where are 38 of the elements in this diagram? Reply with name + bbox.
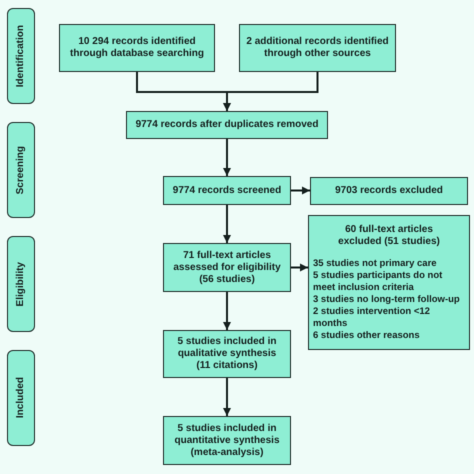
stage-label: Identification [15,24,27,88]
box-text: 5 studies included in qualitative synthesis (11 citations) [176,336,278,372]
arrow [291,264,308,272]
process-box [163,330,291,378]
arrow [291,186,310,194]
process-box [59,24,215,72]
process-box [308,215,470,350]
box-text: 9703 records excluded [335,185,443,197]
box-text: 9774 records after duplicates removed [136,119,318,131]
box-text: 2 additional records identified through other sources [245,36,390,60]
arrow [223,292,231,330]
stage-label: Included [15,377,27,419]
arrow [223,139,231,176]
box-text: 10 294 records identified through database searching [69,36,205,60]
stage-tab [7,350,35,446]
stage-tab [7,8,35,104]
exclusion-reason: 6 studies other reasons [313,330,421,342]
process-box [163,416,291,465]
process-box [163,243,291,292]
stage-tab [7,122,35,218]
process-box [163,176,291,205]
exclusion-reason: 2 studies intervention <12 months [313,306,431,330]
arrow [223,205,231,243]
stage-label: Eligibility [15,262,27,306]
box-text: 9774 records screened [172,184,282,196]
process-box [239,24,396,72]
exclusion-reason: 3 studies no long-term follow-up [313,294,461,306]
exclusion-reason: 5 studies participants do not meet inclusion criteria [313,270,444,294]
exclusion-reason: 35 studies not primary care [313,258,438,270]
box-text: 5 studies included in quantitative synthesis (meta-analysis) [173,422,281,458]
stage-tab [7,236,35,332]
process-box [310,177,468,205]
exclusion-heading: 60 full-text articles excluded (51 studies) [337,224,441,248]
arrow [223,378,231,416]
box-text: 71 full-text articles assessed for eligibility (56 studies) [172,250,282,286]
process-box [126,111,328,139]
stage-label: Screening [15,146,27,194]
arrow [223,72,318,111]
